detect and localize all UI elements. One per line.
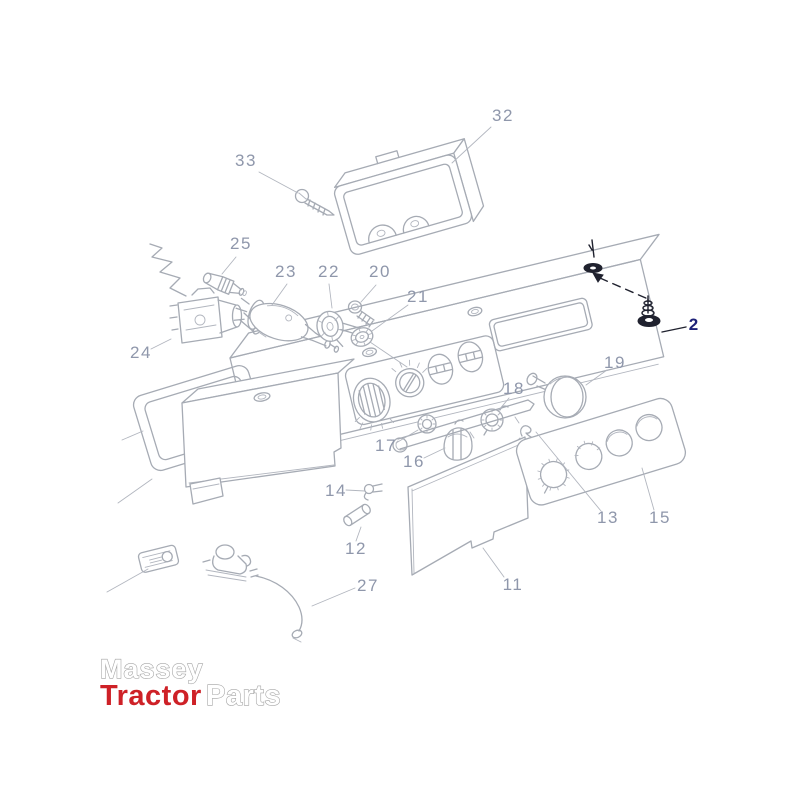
part-2-fastener-assembly <box>583 239 661 327</box>
part-label-20: 20 <box>369 262 391 281</box>
door-panel <box>407 436 529 576</box>
panel-knob-recess <box>344 335 505 426</box>
panel-dial-ribbed <box>352 377 395 431</box>
clip-bracket-right <box>202 544 252 582</box>
part-21-alignment-line <box>369 341 408 368</box>
watermark-tractor: Tractor <box>100 680 202 712</box>
part-16-knob <box>443 427 473 461</box>
panel-knob-oval-1 <box>427 353 454 385</box>
part-label-17: 17 <box>375 436 397 455</box>
housing-front-face <box>181 372 342 488</box>
housing-top-hole <box>253 392 271 402</box>
watermark-massey: Massey <box>100 654 204 684</box>
leader-arrowhead <box>592 272 604 283</box>
part-32-storage-box <box>333 138 485 255</box>
part-label-24: 24 <box>130 343 152 362</box>
part-12-pin <box>343 503 371 527</box>
clip-bracket-left <box>137 544 180 573</box>
part-11-door <box>392 399 535 576</box>
part-labels: 33 32 25 23 22 20 21 24 2 19 18 17 16 14… <box>130 106 699 595</box>
part-label-22: 22 <box>318 262 340 281</box>
watermark-parts: Parts <box>206 680 281 712</box>
part-label-18: 18 <box>503 379 525 398</box>
part-label-15: 15 <box>649 508 671 527</box>
part-24-switch <box>149 243 267 344</box>
part-label-11: 11 <box>503 575 524 594</box>
faceplate-hole-3 <box>605 429 633 457</box>
part-24-wire <box>149 243 187 297</box>
part-label-23: 23 <box>275 262 297 281</box>
part-label-16: 16 <box>403 452 425 471</box>
faceplate-dial-hole-2 <box>574 440 603 471</box>
faceplate-dial-hole-1 <box>537 458 570 494</box>
part-label-19: 19 <box>604 353 626 372</box>
part-20-screw <box>347 300 375 328</box>
part-label-25: 25 <box>230 234 252 253</box>
dashed-leader <box>599 277 649 300</box>
part-23-switch-cylinder <box>233 297 340 353</box>
part-label-32: 32 <box>492 106 514 125</box>
watermark: Massey Tractor Parts <box>99 653 281 712</box>
part-label-14: 14 <box>325 481 347 500</box>
panel-dial-pointer <box>391 359 428 398</box>
display-cutout-outer <box>488 297 593 352</box>
part-21-ring <box>350 327 374 347</box>
part-15-faceplate <box>515 397 687 506</box>
part-33-screw <box>294 188 335 216</box>
panel-knob-oval-2 <box>457 341 484 373</box>
part-label-33: 33 <box>235 151 257 170</box>
part-22-washer <box>316 310 367 348</box>
faceplate-hole-4 <box>635 413 663 442</box>
part-14-clip <box>363 483 383 501</box>
part-label-21: 21 <box>407 287 429 306</box>
part-label-27: 27 <box>357 576 379 595</box>
leader-lines <box>106 126 687 607</box>
part-label-12: 12 <box>345 539 367 558</box>
part-label-13: 13 <box>597 508 619 527</box>
part-25-sensor <box>202 272 247 297</box>
flange-pointer-line <box>588 239 595 258</box>
part-19-round-knob <box>526 372 587 419</box>
part-27-cable <box>249 568 303 643</box>
display-cutout-inner <box>493 302 589 347</box>
part-2-leader <box>661 326 687 333</box>
housing-box <box>181 358 355 505</box>
part-label-2: 2 <box>689 315 699 334</box>
